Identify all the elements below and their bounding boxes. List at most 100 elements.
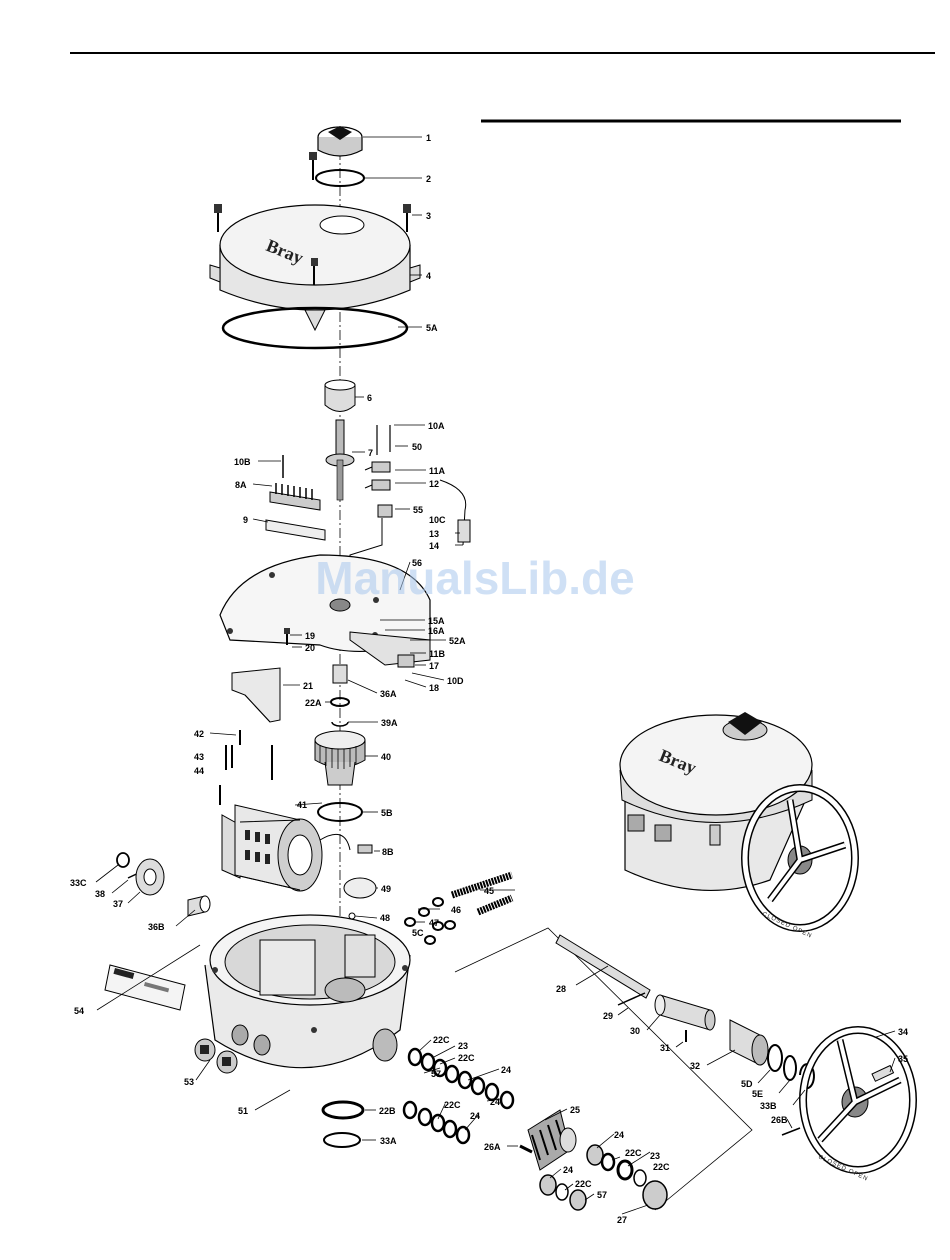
label-38: 38 xyxy=(95,889,105,899)
bushing-part-36b xyxy=(187,895,211,917)
nameplate-part-54 xyxy=(104,964,186,1011)
label-51: 51 xyxy=(238,1106,248,1116)
label-48: 48 xyxy=(380,913,390,923)
label-24-3: 24 xyxy=(470,1111,480,1121)
label-7: 7 xyxy=(368,448,373,458)
label-22c-2: 22C xyxy=(458,1053,475,1063)
label-22b: 22B xyxy=(379,1106,396,1116)
key-part-26a xyxy=(519,1144,533,1154)
label-3: 3 xyxy=(426,211,431,221)
label-42: 42 xyxy=(194,729,204,739)
label-16a: 16A xyxy=(428,626,445,636)
label-10b: 10B xyxy=(234,457,251,467)
label-8a: 8A xyxy=(235,480,247,490)
ring-part-33a xyxy=(323,1132,361,1148)
label-57-2: 57 xyxy=(597,1190,607,1200)
sleeve-part-32 xyxy=(729,1019,769,1066)
label-40: 40 xyxy=(381,752,391,762)
connector-part-55 xyxy=(377,504,393,518)
label-31: 31 xyxy=(660,1043,670,1053)
label-52a: 52A xyxy=(449,636,466,646)
label-57-1: 57 xyxy=(431,1069,441,1079)
leader-lines xyxy=(95,136,896,1215)
connector-part-8b xyxy=(357,844,373,854)
label-36b: 36B xyxy=(148,922,165,932)
gear-part-37 xyxy=(135,858,165,896)
o-ring-part-2 xyxy=(315,169,365,187)
label-50: 50 xyxy=(412,442,422,452)
label-32: 32 xyxy=(690,1061,700,1071)
seals-part-5d-5e xyxy=(767,1044,797,1081)
label-24-2: 24 xyxy=(490,1097,500,1107)
terminal-strip-part-8a xyxy=(269,455,321,511)
label-55: 55 xyxy=(413,505,423,515)
cap-screw-top xyxy=(309,152,317,180)
heater-part-14 xyxy=(439,479,471,546)
coupling-part-30 xyxy=(654,994,716,1031)
washer-part-22b xyxy=(321,1100,365,1120)
clip-part-39a xyxy=(331,721,349,727)
label-22c-3: 22C xyxy=(444,1100,461,1110)
label-22a: 22A xyxy=(305,698,322,708)
label-5e: 5E xyxy=(752,1089,763,1099)
cover-screw-right xyxy=(403,204,411,232)
o-ring-part-5a xyxy=(221,306,409,350)
label-13: 13 xyxy=(429,529,439,539)
label-41: 41 xyxy=(297,800,307,810)
label-19: 19 xyxy=(305,631,315,641)
label-2: 2 xyxy=(426,174,431,184)
shaft-part-28 xyxy=(555,934,651,999)
assembled-actuator-view: Bray CLOSED OPEN xyxy=(619,712,859,940)
label-8b: 8B xyxy=(382,847,394,857)
worm-part-25 xyxy=(527,1109,577,1171)
label-29: 29 xyxy=(603,1011,613,1021)
bearing-stack-upper xyxy=(407,1047,515,1110)
part-labels: 1 2 3 4 5A 6 10A 50 7 10B 8A 11A 12 55 1… xyxy=(70,133,908,1225)
label-33a: 33A xyxy=(380,1136,397,1146)
mounting-plate xyxy=(219,554,431,668)
label-6: 6 xyxy=(367,393,372,403)
label-15a: 15A xyxy=(428,616,445,626)
label-21: 21 xyxy=(303,681,313,691)
bracket-part-21 xyxy=(231,667,281,723)
capacitor-part-49 xyxy=(343,877,377,899)
watermark: ManualsLib.de xyxy=(315,552,634,604)
label-14: 14 xyxy=(429,541,439,551)
label-24-1: 24 xyxy=(501,1065,511,1075)
label-33c: 33C xyxy=(70,878,87,888)
label-5b: 5B xyxy=(381,808,393,818)
label-26b: 26B xyxy=(771,1115,788,1125)
label-35: 35 xyxy=(898,1054,908,1064)
label-43: 43 xyxy=(194,752,204,762)
ring-part-33c xyxy=(116,852,130,868)
label-44: 44 xyxy=(194,766,204,776)
screw-part-19 xyxy=(284,628,290,645)
label-5a: 5A xyxy=(426,323,438,333)
label-49: 49 xyxy=(381,884,391,894)
motor-part-41 xyxy=(221,804,351,892)
switches-part-11a-12 xyxy=(364,425,391,491)
label-22c-6: 22C xyxy=(575,1179,592,1189)
label-28: 28 xyxy=(556,984,566,994)
label-10c: 10C xyxy=(429,515,446,525)
label-20: 20 xyxy=(305,643,315,653)
worm-assembly-outline xyxy=(454,927,753,1211)
pin-part-26b xyxy=(781,1127,801,1136)
label-1: 1 xyxy=(426,133,431,143)
pin-part-29 xyxy=(617,992,646,1006)
cam-shaft-part-7 xyxy=(325,419,355,501)
label-22c-4: 22C xyxy=(625,1148,642,1158)
label-22c-1: 22C xyxy=(433,1035,450,1045)
insulator-part-9 xyxy=(265,519,326,541)
label-26a: 26A xyxy=(484,1142,501,1152)
label-4: 4 xyxy=(426,271,431,281)
label-10d: 10D xyxy=(447,676,464,686)
indicator-part-1 xyxy=(317,126,363,157)
label-53: 53 xyxy=(184,1077,194,1087)
label-33b: 33B xyxy=(760,1101,777,1111)
handwheel-part-34: CLOSED OPEN xyxy=(799,1026,917,1183)
conduit-plugs-part-53 xyxy=(194,1038,238,1074)
label-25: 25 xyxy=(570,1105,580,1115)
nuts-washers-46-47 xyxy=(404,897,456,945)
